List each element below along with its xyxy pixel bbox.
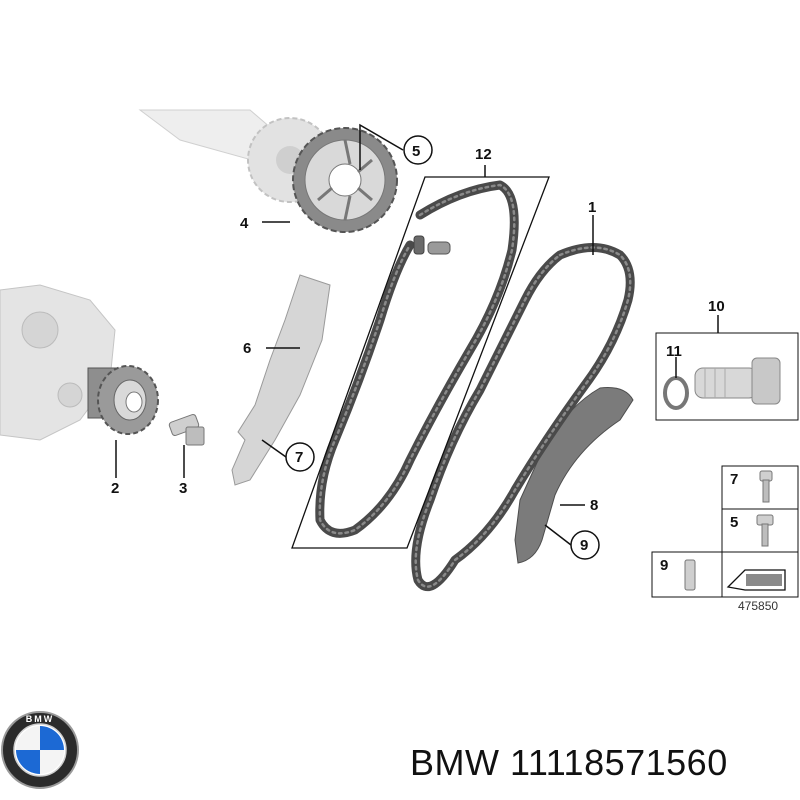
- central-bolt: [168, 413, 205, 446]
- chain-lock-link: [413, 235, 451, 255]
- label-1: 1: [588, 199, 596, 216]
- engine-housing: [0, 284, 116, 441]
- legend-label-9: 9: [660, 557, 668, 574]
- bmw-logo: BMW: [1, 711, 79, 789]
- legend-label-7: 7: [730, 471, 738, 488]
- chain-tensioner: [694, 357, 781, 405]
- label-10: 10: [708, 298, 725, 315]
- camshaft-sprocket: [292, 127, 398, 233]
- leader-lines: [115, 123, 719, 546]
- pin-9-icon: [684, 559, 696, 591]
- svg-text:BMW: BMW: [26, 714, 55, 724]
- timing-chain-12: [315, 180, 519, 538]
- chain-12-frame: [291, 176, 550, 549]
- tensioning-rail: [231, 274, 331, 486]
- legend-label-5: 5: [730, 514, 738, 531]
- label-6: 6: [243, 340, 251, 357]
- label-2: 2: [111, 480, 119, 497]
- sealing-ring: [663, 376, 689, 410]
- reference-number: 475850: [738, 599, 778, 613]
- fastener-legend: [651, 465, 799, 598]
- brand-name: BMW: [410, 742, 500, 783]
- part-number-caption: BMW 11118571560: [410, 742, 728, 784]
- label-12: 12: [475, 146, 492, 163]
- label-3: 3: [179, 480, 187, 497]
- tensioner-detail-box: [655, 332, 799, 421]
- timing-chain-1: [411, 243, 635, 592]
- callout-circle-5: [403, 135, 433, 165]
- label-4: 4: [240, 215, 249, 232]
- label-9: 9: [580, 537, 588, 554]
- label-8: 8: [590, 497, 598, 514]
- label-7: 7: [295, 449, 303, 466]
- label-5: 5: [412, 143, 420, 160]
- part-number: 11118571560: [510, 742, 728, 783]
- crankshaft-sprocket: [87, 365, 159, 435]
- label-11: 11: [666, 343, 682, 360]
